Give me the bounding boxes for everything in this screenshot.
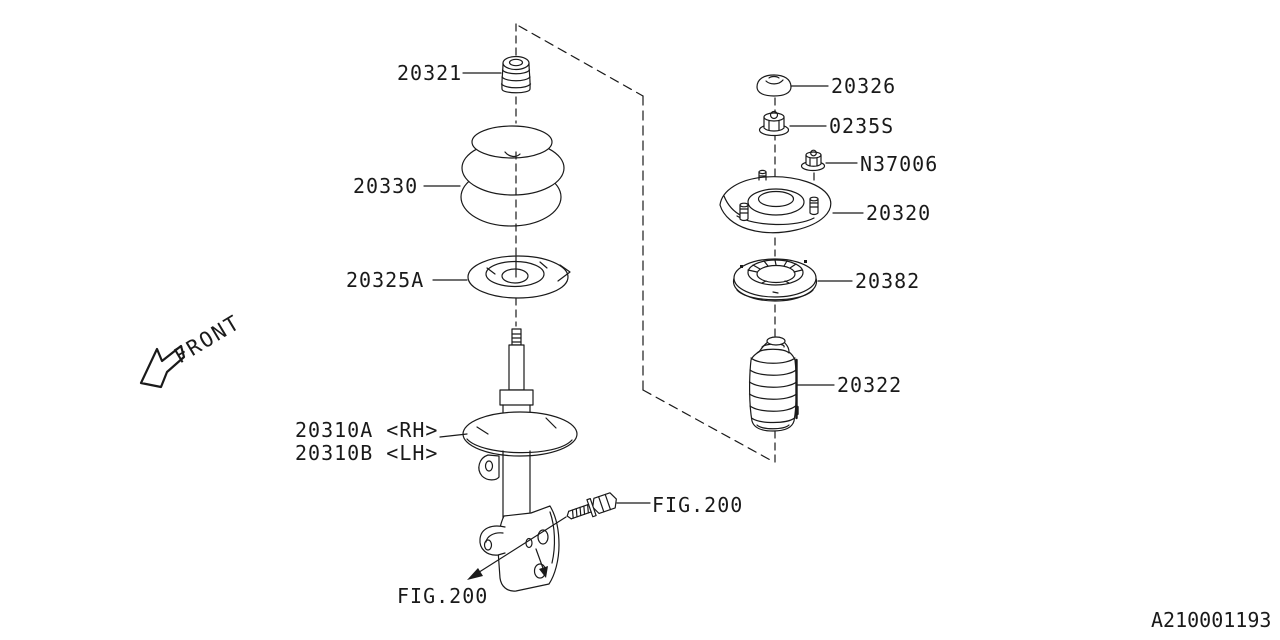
part-label-20310B-lh[interactable]: 20310B <LH> xyxy=(295,441,439,465)
self-locking-nut-drawing xyxy=(758,110,790,137)
part-label-20322[interactable]: 20322 xyxy=(837,373,903,397)
center-dashed-lines xyxy=(515,23,815,463)
cap-drawing xyxy=(756,74,792,97)
part-label-20325A[interactable]: 20325A xyxy=(346,268,425,292)
flange-nut-drawing xyxy=(800,149,826,172)
part-label-N37006[interactable]: N37006 xyxy=(860,152,939,176)
dust-cover-drawing xyxy=(748,336,799,432)
coil-spring-drawing xyxy=(460,125,565,227)
part-label-20320[interactable]: 20320 xyxy=(866,201,932,225)
drawing-number: A210001193 xyxy=(1151,608,1272,632)
part-label-20310A-rh[interactable]: 20310A <RH> xyxy=(295,418,439,442)
fig200-knuckle-label[interactable]: FIG.200 xyxy=(397,584,489,608)
front-arrow xyxy=(139,344,186,389)
part-label-20326[interactable]: 20326 xyxy=(831,74,897,98)
bump-stopper-drawing xyxy=(500,55,532,94)
leader-lines xyxy=(423,72,864,504)
part-label-20382[interactable]: 20382 xyxy=(855,269,921,293)
fig200-bolt-label[interactable]: FIG.200 xyxy=(652,493,744,517)
fig200-arrows xyxy=(467,516,567,580)
upper-spring-seat-drawing xyxy=(732,258,818,302)
spring-seat-rubber-drawing xyxy=(467,255,571,299)
part-label-0235S[interactable]: 0235S xyxy=(829,114,895,138)
strut-mount-drawing xyxy=(719,169,832,234)
part-label-20330[interactable]: 20330 xyxy=(353,174,419,198)
flange-bolt-drawing xyxy=(566,492,617,520)
strut-drawing xyxy=(462,328,578,592)
part-label-20321[interactable]: 20321 xyxy=(397,61,463,85)
